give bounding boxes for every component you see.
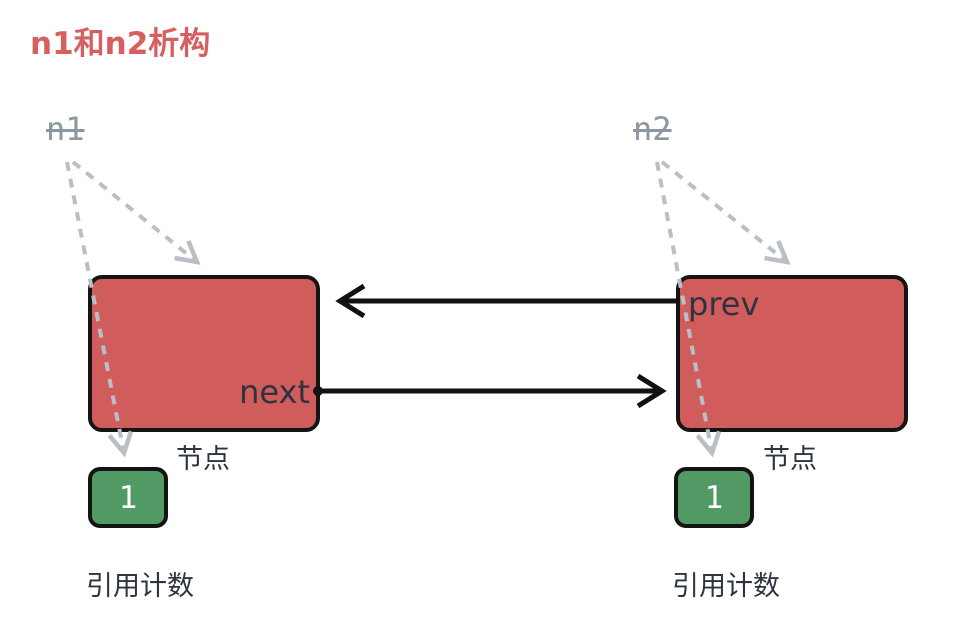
refcount-box-left: 1 (88, 467, 168, 528)
node-box-right: prev (676, 275, 908, 432)
n2-to-node-dashed-arrow (660, 160, 791, 265)
next-pointer-label: next (239, 373, 310, 411)
refcount-value-left: 1 (118, 479, 138, 516)
node-box-left: next (88, 275, 320, 432)
refcount-box-right: 1 (674, 467, 754, 528)
n1-to-node-dashed-arrow (71, 160, 201, 265)
node-caption-left: 节点 (176, 444, 230, 475)
variable-label-n2: n2 (633, 110, 672, 148)
variable-label-n1: n1 (46, 110, 85, 148)
node-caption-right: 节点 (763, 444, 817, 475)
refcount-value-right: 1 (704, 479, 724, 516)
refcount-caption-left: 引用计数 (86, 571, 194, 602)
prev-pointer-label: prev (688, 285, 760, 323)
diagram-title: n1和n2析构 (30, 26, 211, 62)
refcount-caption-right: 引用计数 (672, 571, 780, 602)
